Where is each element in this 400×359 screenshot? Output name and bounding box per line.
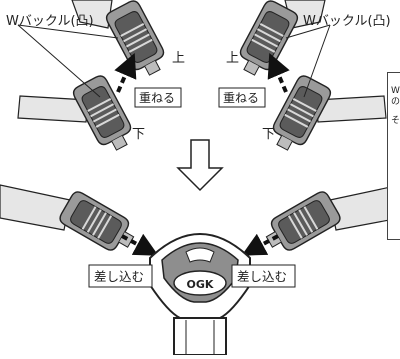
strap bbox=[17, 95, 89, 123]
buckle-right-lower bbox=[265, 72, 387, 157]
label-top-right: 上 bbox=[226, 51, 239, 66]
buckle-icon bbox=[103, 0, 172, 82]
buckle-left-upper bbox=[71, 0, 172, 82]
note-line-2: の bbox=[391, 97, 400, 107]
leader-line bbox=[303, 24, 331, 98]
logo-text: OGK bbox=[187, 278, 214, 291]
strap bbox=[71, 0, 113, 29]
note-box: W の そ bbox=[387, 72, 400, 240]
insert-box-right bbox=[231, 264, 296, 288]
label-bottom-left: 下 bbox=[132, 127, 145, 142]
logo-badge bbox=[173, 270, 227, 296]
down-arrow-icon bbox=[176, 139, 224, 192]
leader-line bbox=[17, 24, 119, 39]
strap bbox=[0, 184, 71, 231]
label-insert-right: 差し込む bbox=[237, 269, 287, 284]
label-overlap-right: 重ねる bbox=[223, 91, 259, 105]
dashed-arrow-icon bbox=[114, 52, 137, 93]
buckle-icon bbox=[232, 0, 301, 82]
label-bottom-right: 下 bbox=[262, 127, 275, 142]
buckle-icon bbox=[56, 188, 141, 259]
dashed-arrow-icon bbox=[267, 52, 290, 93]
buckle-right-upper bbox=[232, 0, 326, 82]
leader-line bbox=[285, 24, 331, 39]
label-top-left: 上 bbox=[172, 51, 185, 66]
buckle-bottom-right bbox=[259, 184, 400, 259]
label-buckle-right: Wバックル(凸) bbox=[303, 14, 391, 29]
dashed-arrow-icon bbox=[121, 233, 159, 256]
insert-box-left bbox=[88, 264, 153, 288]
overlap-box-left bbox=[134, 87, 182, 108]
buckle-icon bbox=[259, 188, 344, 259]
leader-line bbox=[17, 24, 101, 98]
buckle-bottom-left bbox=[0, 184, 141, 259]
label-insert-left: 差し込む bbox=[94, 269, 144, 284]
note-line-1: W bbox=[391, 86, 400, 96]
note-line-3: そ bbox=[391, 116, 400, 126]
label-overlap-left: 重ねる bbox=[139, 91, 175, 105]
overlap-box-right bbox=[218, 87, 266, 108]
dashed-arrow-icon bbox=[241, 233, 279, 256]
label-buckle-left: Wバックル(凸) bbox=[6, 14, 94, 29]
buckle-left-lower bbox=[17, 72, 139, 157]
